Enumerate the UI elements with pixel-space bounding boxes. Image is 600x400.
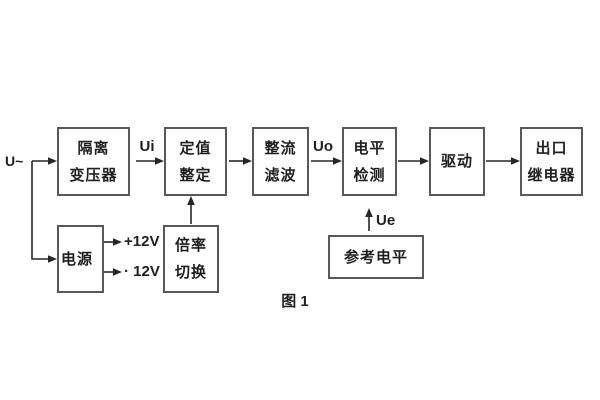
block-power-supply: 电源 — [57, 225, 104, 293]
block-label: 电平 — [353, 139, 386, 157]
block-label: 电源 — [61, 250, 94, 268]
block-output-relay: 出口 继电器 — [520, 127, 583, 196]
block-label: 变压器 — [69, 166, 118, 184]
block-isolation-transformer: 隔离 变压器 — [57, 127, 130, 196]
block-rectifier-filter: 整流 滤波 — [252, 127, 309, 196]
block-label: 隔离 — [77, 139, 110, 157]
block-label: 参考电平 — [343, 248, 408, 266]
block-reference-level: 参考电平 — [328, 235, 424, 279]
arrow-driver-relay-icon — [486, 157, 520, 165]
power-plus12v-label: +12V — [124, 233, 160, 250]
arrow-plus12v-icon — [104, 238, 122, 246]
block-label: 驱动 — [440, 153, 473, 170]
arrow-setpoint-rectifier-icon — [229, 157, 252, 165]
arrow-ue-icon — [365, 208, 373, 231]
block-level-detection: 电平 检测 — [342, 127, 397, 196]
input-signal-label: U~ — [5, 153, 24, 169]
block-label: 倍率 — [174, 237, 207, 254]
signal-ui-label: Ui — [139, 138, 155, 155]
block-label: 定值 — [179, 139, 212, 157]
block-label: 出口 — [535, 139, 568, 157]
arrow-input-down-icon — [31, 161, 57, 263]
block-label: 切换 — [174, 264, 207, 281]
arrow-uo-icon — [311, 157, 342, 165]
block-label: 整流 — [264, 139, 297, 157]
block-label: 继电器 — [527, 166, 576, 184]
power-neg12v-label: · 12V — [124, 263, 160, 280]
block-driver: 驱动 — [429, 127, 485, 196]
signal-uo-label: Uo — [313, 138, 333, 155]
block-label: 整定 — [179, 166, 212, 184]
arrow-neg12v-icon — [104, 268, 122, 276]
arrow-input-right-icon — [32, 157, 57, 165]
figure-caption: 图 1 — [281, 293, 309, 310]
signal-ue-label: Ue — [376, 212, 396, 229]
arrow-level-driver-icon — [398, 157, 429, 165]
arrow-ui-icon — [136, 157, 164, 165]
block-label: 检测 — [353, 166, 386, 184]
block-ratio-switching: 倍率 切换 — [163, 225, 219, 293]
block-setpoint-setting: 定值 整定 — [164, 127, 227, 196]
arrow-ratio-up-icon — [187, 196, 195, 224]
block-label: 滤波 — [264, 166, 297, 184]
